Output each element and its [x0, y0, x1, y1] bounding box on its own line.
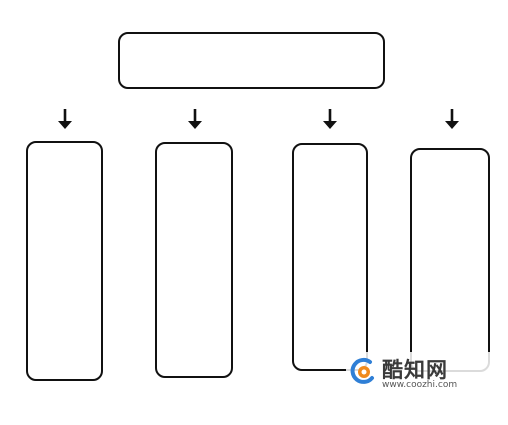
column-box-4 [410, 148, 490, 372]
down-arrow-icon [58, 109, 72, 129]
column-box-2 [155, 142, 233, 378]
top-box [118, 32, 385, 89]
watermark: 酷知网 www.coozhi.com [346, 352, 496, 398]
watermark-name: 酷知网 [382, 358, 448, 382]
coozhi-logo-icon [350, 357, 374, 384]
column-box-3 [292, 143, 368, 371]
down-arrow-icon [445, 109, 459, 129]
column-box-1 [26, 141, 103, 381]
watermark-url: www.coozhi.com [382, 380, 458, 390]
down-arrow-icon [323, 109, 337, 129]
down-arrow-icon [188, 109, 202, 129]
